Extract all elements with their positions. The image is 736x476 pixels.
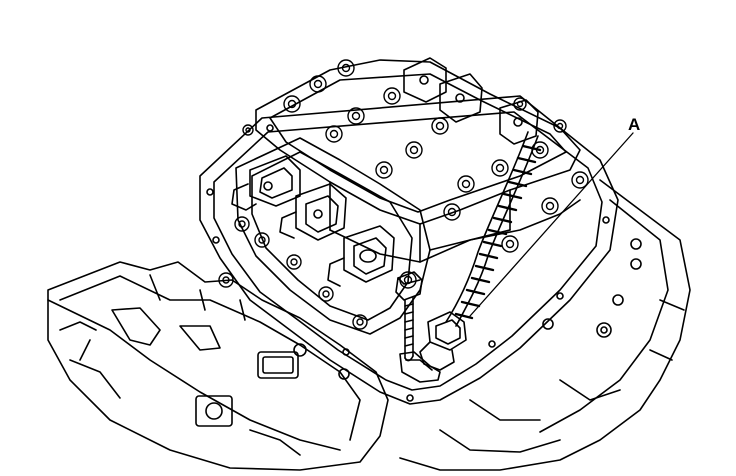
bolt (405, 141, 423, 159)
bolt (325, 125, 343, 143)
bolt (286, 254, 302, 270)
bolt (431, 117, 449, 135)
bolt (337, 59, 355, 77)
shift-solenoid-2 (279, 183, 347, 241)
transmission-case-right (399, 179, 691, 471)
bolt (352, 314, 368, 330)
bolt (242, 124, 254, 136)
bolt (491, 159, 509, 177)
bolt (501, 235, 519, 253)
callout-leader-line (469, 132, 634, 317)
bolt (443, 203, 461, 221)
bolt (347, 107, 365, 125)
transmission-case-left (47, 261, 389, 471)
valve-body-bolts (218, 59, 589, 330)
bolt (318, 286, 334, 302)
bolt (541, 197, 559, 215)
callout-label-a: A (628, 115, 640, 134)
shift-solenoid-1 (231, 155, 301, 211)
bolt (254, 232, 270, 248)
bolt (283, 95, 301, 113)
bolt (218, 272, 234, 288)
bolt (234, 216, 250, 232)
wiring-harness (445, 131, 542, 327)
harness-connector (399, 311, 467, 383)
bolt (571, 171, 589, 189)
pressure-solenoid (327, 225, 395, 287)
bolt (383, 87, 401, 105)
upper-connector-cluster (403, 57, 539, 145)
bolt (513, 97, 527, 111)
bolt (309, 75, 327, 93)
removed-bolt (395, 271, 423, 362)
bolt (457, 175, 475, 193)
bolt (553, 119, 567, 133)
bolt (375, 161, 393, 179)
callout-a: A (469, 115, 640, 317)
